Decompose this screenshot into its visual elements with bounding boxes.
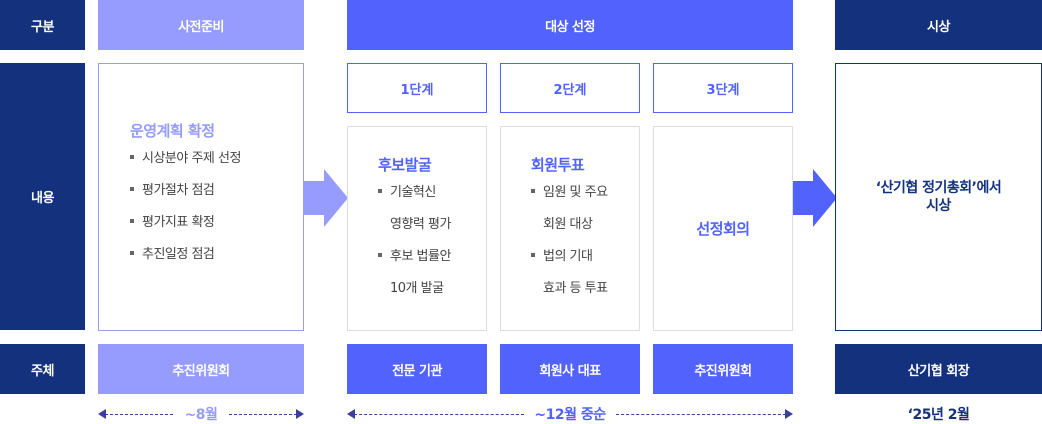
row-label-text: 구분 bbox=[31, 19, 54, 35]
row-label-text: 주체 bbox=[31, 363, 54, 379]
stage-1-content-box: 후보발굴 기술혁신 영향력 평가 후보 법률안 10개 발굴 bbox=[347, 126, 487, 331]
item-text: 효과 등 투표 bbox=[543, 281, 608, 296]
bullet-icon bbox=[531, 252, 535, 257]
subject-text: 전문 기관 bbox=[392, 363, 442, 379]
item-text: 법의 기대 bbox=[543, 249, 593, 264]
stage-3-content-box: 선정회의 bbox=[653, 126, 793, 331]
header-text: 사전준비 bbox=[178, 19, 224, 35]
header-text: 시상 bbox=[927, 19, 950, 35]
dashed-line bbox=[105, 414, 173, 415]
award-content-line1: ‘산기협 정기총회’에서 bbox=[875, 180, 1002, 196]
list-item-continuation: 영향력 평가 bbox=[378, 209, 451, 241]
list-item: 시상분야 주제 선정 bbox=[130, 143, 241, 175]
award-subject: 산기협 회장 bbox=[835, 344, 1042, 394]
stage-3-subject: 추진위원회 bbox=[653, 344, 793, 394]
stage-2-label: 2단계 bbox=[500, 63, 640, 113]
bullet-icon bbox=[130, 218, 134, 223]
stage-1-label: 1단계 bbox=[347, 63, 487, 113]
arrow-right-icon bbox=[296, 409, 304, 419]
award-header: 시상 bbox=[835, 0, 1042, 50]
item-text: 영향력 평가 bbox=[390, 217, 451, 232]
right-arrow-icon bbox=[793, 169, 837, 227]
item-text: 평가지표 확정 bbox=[142, 215, 215, 230]
preparation-title: 운영계획 확정 bbox=[130, 122, 215, 140]
item-text: 평가절차 점검 bbox=[142, 183, 215, 198]
stage-2-content: 회원투표 임원 및 주요 회원 대상 법의 기대 효과 등 투표 bbox=[531, 154, 608, 305]
stage-1-content: 후보발굴 기술혁신 영향력 평가 후보 법률안 10개 발굴 bbox=[378, 154, 451, 305]
stage-label-text: 3단계 bbox=[706, 82, 740, 98]
row-label-text: 내용 bbox=[31, 191, 54, 206]
item-text: 시상분야 주제 선정 bbox=[142, 151, 241, 166]
list-item: 임원 및 주요 bbox=[531, 177, 608, 209]
stage-title: 후보발굴 bbox=[378, 156, 432, 174]
stage-label-text: 2단계 bbox=[553, 82, 587, 98]
period-text: ~12월 중순 bbox=[534, 407, 606, 423]
preparation-content-box: 운영계획 확정 시상분야 주제 선정 평가절차 점검 평가지표 확정 추진일정 … bbox=[98, 63, 304, 331]
row-label-category: 구분 bbox=[0, 0, 85, 50]
bullet-icon bbox=[130, 154, 134, 159]
right-arrow-icon bbox=[304, 169, 348, 227]
stage-2-subject: 회원사 대표 bbox=[500, 344, 640, 394]
item-text: 회원 대상 bbox=[543, 217, 593, 232]
preparation-header: 사전준비 bbox=[98, 0, 304, 50]
subject-text: 추진위원회 bbox=[172, 363, 230, 379]
item-text: 기술혁신 bbox=[390, 185, 436, 200]
item-text: 추진일정 점검 bbox=[142, 247, 215, 262]
subject-text: 추진위원회 bbox=[694, 363, 752, 379]
subject-text: 산기협 회장 bbox=[907, 363, 970, 379]
item-text: 임원 및 주요 bbox=[543, 185, 608, 200]
list-item: 추진일정 점검 bbox=[130, 239, 241, 271]
bullet-icon bbox=[378, 188, 382, 193]
award-content-line2: 시상 bbox=[926, 198, 951, 214]
preparation-subject: 추진위원회 bbox=[98, 344, 304, 394]
item-text: 후보 법률안 bbox=[390, 249, 451, 264]
arrow-left-icon bbox=[98, 409, 106, 419]
list-item-continuation: 효과 등 투표 bbox=[531, 273, 608, 305]
bullet-icon bbox=[130, 250, 134, 255]
award-content-box: ‘산기협 정기총회’에서 시상 bbox=[835, 63, 1042, 331]
arrow-right-icon bbox=[785, 409, 793, 419]
bullet-icon bbox=[378, 252, 382, 257]
row-label-subject: 주체 bbox=[0, 344, 85, 394]
selection-header: 대상 선정 bbox=[347, 0, 793, 50]
timeline-award: ‘25년 2월 bbox=[907, 407, 970, 423]
list-item: 평가절차 점검 bbox=[130, 175, 241, 207]
timeline-selection: ~12월 중순 bbox=[347, 404, 793, 424]
list-item: 기술혁신 bbox=[378, 177, 451, 209]
stage-3-label: 3단계 bbox=[653, 63, 793, 113]
dashed-line bbox=[616, 414, 786, 415]
stage-label-text: 1단계 bbox=[400, 82, 434, 98]
bullet-icon bbox=[531, 188, 535, 193]
stage-2-content-box: 회원투표 임원 및 주요 회원 대상 법의 기대 효과 등 투표 bbox=[500, 126, 640, 331]
header-text: 대상 선정 bbox=[545, 19, 595, 35]
row-label-content: 내용 bbox=[0, 63, 85, 330]
list-item: 후보 법률안 bbox=[378, 241, 451, 273]
subject-text: 회원사 대표 bbox=[539, 363, 601, 379]
list-item: 평가지표 확정 bbox=[130, 207, 241, 239]
dashed-line bbox=[354, 414, 524, 415]
list-item-continuation: 회원 대상 bbox=[531, 209, 608, 241]
list-item-continuation: 10개 발굴 bbox=[378, 273, 451, 305]
stage-1-subject: 전문 기관 bbox=[347, 344, 487, 394]
arrow-left-icon bbox=[347, 409, 355, 419]
preparation-content: 운영계획 확정 시상분야 주제 선정 평가절차 점검 평가지표 확정 추진일정 … bbox=[130, 120, 241, 271]
stage-title: 회원투표 bbox=[531, 156, 585, 174]
timeline-preparation: ~8월 bbox=[98, 404, 304, 424]
period-text: ~8월 bbox=[184, 407, 218, 423]
item-text: 10개 발굴 bbox=[390, 281, 444, 296]
list-item: 법의 기대 bbox=[531, 241, 608, 273]
bullet-icon bbox=[130, 186, 134, 191]
stage-title: 선정회의 bbox=[696, 220, 750, 238]
dashed-line bbox=[229, 414, 297, 415]
